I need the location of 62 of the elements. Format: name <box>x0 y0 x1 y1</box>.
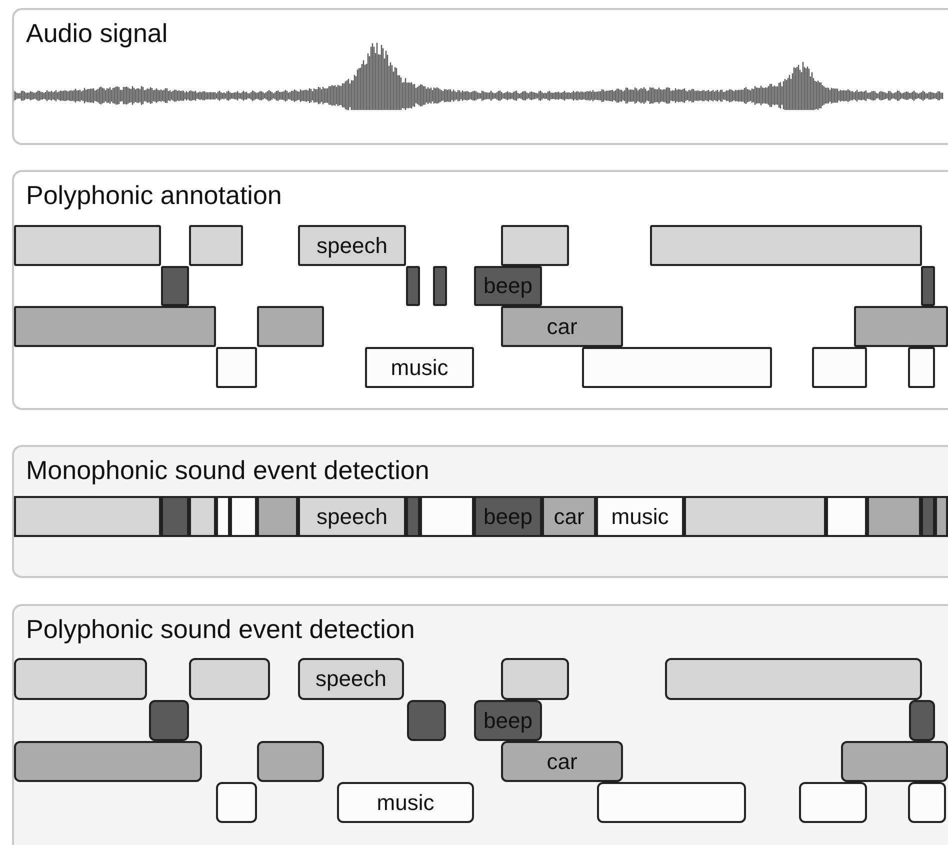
panel-title: Polyphonic sound event detection <box>26 614 415 644</box>
event-bar <box>14 658 147 700</box>
event-bar: beep <box>474 266 542 306</box>
event-bar <box>189 658 270 700</box>
event-bar <box>921 266 935 306</box>
event-bar <box>921 496 935 537</box>
event-bar: music <box>365 347 474 388</box>
event-bar <box>684 496 826 537</box>
event-bar: car <box>501 741 623 782</box>
event-bar <box>406 496 420 537</box>
event-bar <box>189 496 216 537</box>
panel-title: Monophonic sound event detection <box>26 455 430 485</box>
event-bar: music <box>337 782 474 823</box>
event-bar <box>216 347 257 388</box>
event-bar <box>14 741 202 782</box>
event-bar <box>597 782 746 823</box>
event-bar <box>908 347 935 388</box>
panel-title: Polyphonic annotation <box>26 180 282 210</box>
event-bar <box>582 347 772 388</box>
event-bar <box>826 496 867 537</box>
event-bar <box>161 266 189 306</box>
event-bar <box>216 782 257 823</box>
event-bar: car <box>501 306 623 347</box>
event-bar <box>420 496 474 537</box>
event-bar <box>230 496 257 537</box>
event-bar: speech <box>298 225 406 266</box>
event-bar: speech <box>298 496 406 537</box>
panel <box>12 604 948 845</box>
event-bar <box>867 496 921 537</box>
event-bar <box>407 700 446 741</box>
event-bar <box>665 658 922 700</box>
event-bar <box>841 741 948 782</box>
event-bar <box>161 496 189 537</box>
event-bar <box>799 782 867 823</box>
event-bar <box>149 700 189 741</box>
event-bar <box>216 496 230 537</box>
event-bar <box>257 741 324 782</box>
event-bar <box>935 496 948 537</box>
event-bar: music <box>596 496 684 537</box>
event-bar <box>909 700 935 741</box>
panel <box>12 445 948 578</box>
panel-title: Audio signal <box>26 18 168 48</box>
event-bar <box>501 658 569 700</box>
event-bar: beep <box>474 700 542 741</box>
event-bar <box>650 225 922 266</box>
event-bar <box>189 225 243 266</box>
panel <box>12 8 948 145</box>
event-bar <box>501 225 569 266</box>
event-bar: car <box>542 496 596 537</box>
event-bar: speech <box>298 658 404 700</box>
event-bar <box>908 782 946 823</box>
event-bar <box>257 306 324 347</box>
event-bar <box>854 306 948 347</box>
event-bar <box>14 225 161 266</box>
event-bar <box>257 496 298 537</box>
event-bar <box>812 347 867 388</box>
panel <box>12 170 948 410</box>
event-bar <box>14 496 161 537</box>
event-bar: beep <box>474 496 542 537</box>
event-bar <box>14 306 216 347</box>
event-bar <box>406 266 420 306</box>
event-bar <box>433 266 447 306</box>
